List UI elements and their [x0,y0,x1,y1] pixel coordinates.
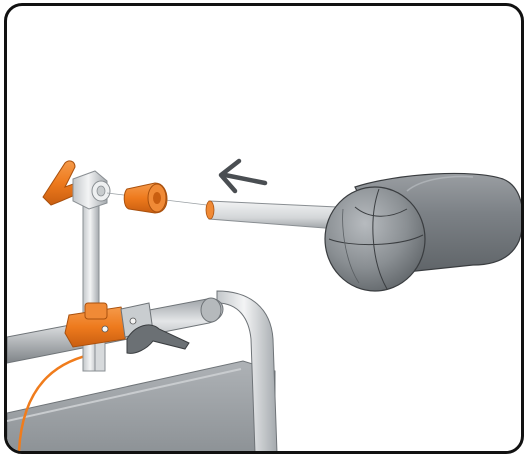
assembly-illustration [7,158,521,451]
backrest-panel [7,360,276,451]
headrest-rod [205,200,338,230]
frame-tube-vertical [216,290,278,451]
illustration-frame [4,3,524,454]
headrest-pad [324,172,521,292]
upper-bracket [72,170,111,210]
clamp-lever-icon [126,324,190,354]
orange-sleeve [123,182,168,214]
lower-clamp [64,302,128,348]
arrow-left-icon [218,158,268,194]
